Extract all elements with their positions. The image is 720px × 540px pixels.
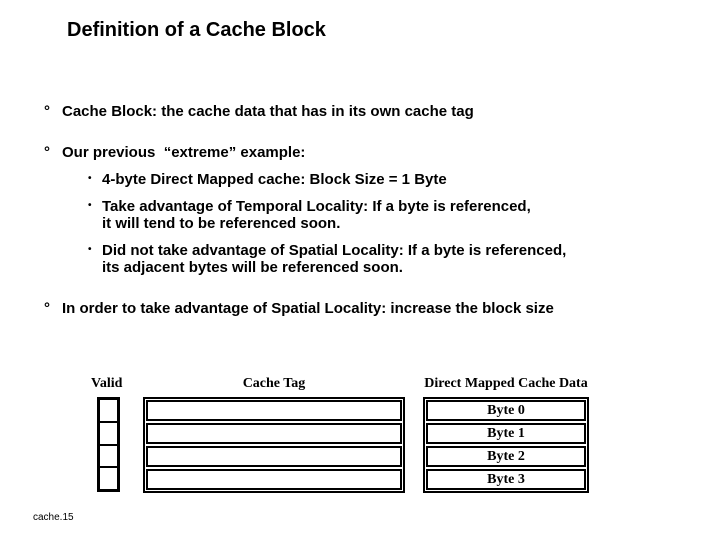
subbullet-text: Take advantage of Temporal Locality: If …	[102, 198, 531, 232]
dot-bullet-icon: •	[88, 244, 92, 255]
degree-bullet-icon: °	[44, 103, 50, 120]
page-title: Definition of a Cache Block	[67, 19, 326, 41]
slide-footer-page-label: cache.15	[33, 512, 74, 523]
valid-cell	[100, 466, 117, 489]
cache-data-column: Byte 0 Byte 1 Byte 2 Byte 3	[423, 397, 589, 493]
valid-bit-column	[97, 397, 120, 492]
bullet-text: Our previous “extreme” example:	[62, 144, 306, 161]
dot-bullet-icon: •	[88, 200, 92, 211]
subbullet-temporal-locality: • Take advantage of Temporal Locality: I…	[88, 198, 531, 232]
cache-tag-column	[143, 397, 405, 493]
cache-tag-cell	[146, 446, 402, 467]
subbullet-text: 4-byte Direct Mapped cache: Block Size =…	[102, 171, 447, 188]
cache-tag-cell	[146, 469, 402, 490]
byte-cell: Byte 0	[426, 400, 586, 421]
subbullet-4byte-cache: • 4-byte Direct Mapped cache: Block Size…	[88, 171, 447, 188]
valid-cell	[100, 443, 117, 467]
bullet-text: In order to take advantage of Spatial Lo…	[62, 300, 554, 317]
byte-cell: Byte 1	[426, 423, 586, 444]
bullet-increase-block-size: ° In order to take advantage of Spatial …	[44, 300, 554, 317]
cache-tag-cell	[146, 423, 402, 444]
subbullet-text: Did not take advantage of Spatial Locali…	[102, 242, 567, 276]
degree-bullet-icon: °	[44, 300, 50, 317]
bullet-text: Cache Block: the cache data that has in …	[62, 103, 474, 120]
valid-cell	[100, 400, 117, 421]
subbullet-spatial-locality: • Did not take advantage of Spatial Loca…	[88, 242, 566, 276]
cache-tag-cell	[146, 400, 402, 421]
bullet-cache-block: ° Cache Block: the cache data that has i…	[44, 103, 474, 120]
valid-column-label: Valid	[91, 376, 123, 391]
degree-bullet-icon: °	[44, 144, 50, 161]
byte-cell: Byte 3	[426, 469, 586, 490]
cache-tag-column-label: Cache Tag	[242, 376, 306, 391]
byte-cell: Byte 2	[426, 446, 586, 467]
valid-cell	[100, 420, 117, 444]
dot-bullet-icon: •	[88, 173, 92, 184]
cache-data-column-label: Direct Mapped Cache Data	[424, 376, 588, 391]
bullet-previous-example: ° Our previous “extreme” example:	[44, 144, 305, 161]
